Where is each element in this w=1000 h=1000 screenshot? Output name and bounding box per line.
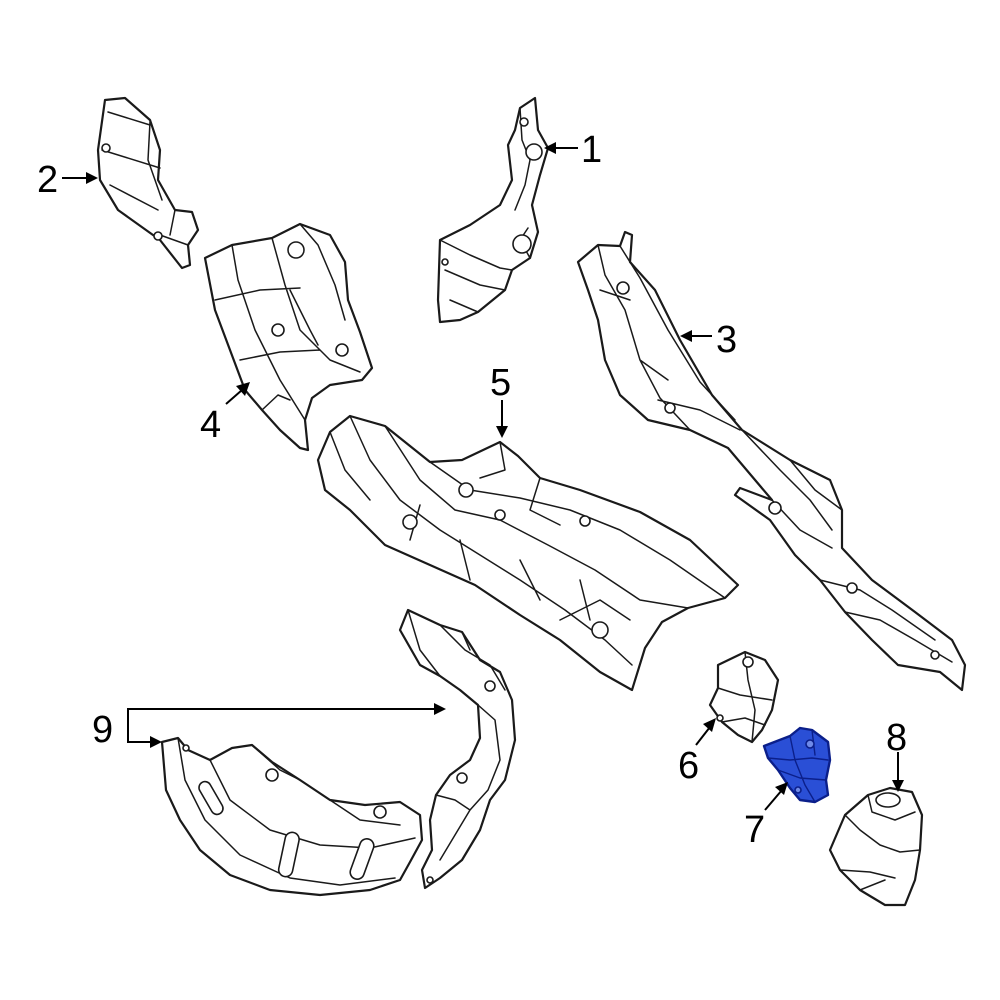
part-7-shield-highlighted[interactable] bbox=[762, 726, 832, 804]
callout-4: 4 bbox=[200, 404, 221, 446]
part-9-shield-left[interactable] bbox=[160, 736, 424, 897]
part-6-shield[interactable] bbox=[708, 650, 780, 744]
part-2-shield[interactable] bbox=[96, 96, 200, 270]
part-9-shield-right[interactable] bbox=[398, 608, 517, 890]
part-5-tunnel-shield[interactable] bbox=[316, 414, 740, 692]
callout-1: 1 bbox=[581, 129, 602, 171]
callout-3: 3 bbox=[716, 319, 737, 361]
callout-2: 2 bbox=[37, 159, 58, 201]
callout-7: 7 bbox=[744, 809, 765, 851]
part-1-shield[interactable] bbox=[436, 96, 550, 324]
callout-5: 5 bbox=[490, 362, 511, 404]
part-3-shield[interactable] bbox=[576, 230, 967, 692]
callout-9: 9 bbox=[92, 709, 113, 751]
callout-8: 8 bbox=[886, 717, 907, 759]
callout-labels: 1 2 3 4 5 6 7 8 9 bbox=[37, 129, 907, 851]
leader-lines bbox=[62, 142, 904, 811]
part-8-shield[interactable] bbox=[828, 786, 924, 907]
part-4-shield[interactable] bbox=[203, 222, 374, 452]
callout-6: 6 bbox=[678, 745, 699, 787]
